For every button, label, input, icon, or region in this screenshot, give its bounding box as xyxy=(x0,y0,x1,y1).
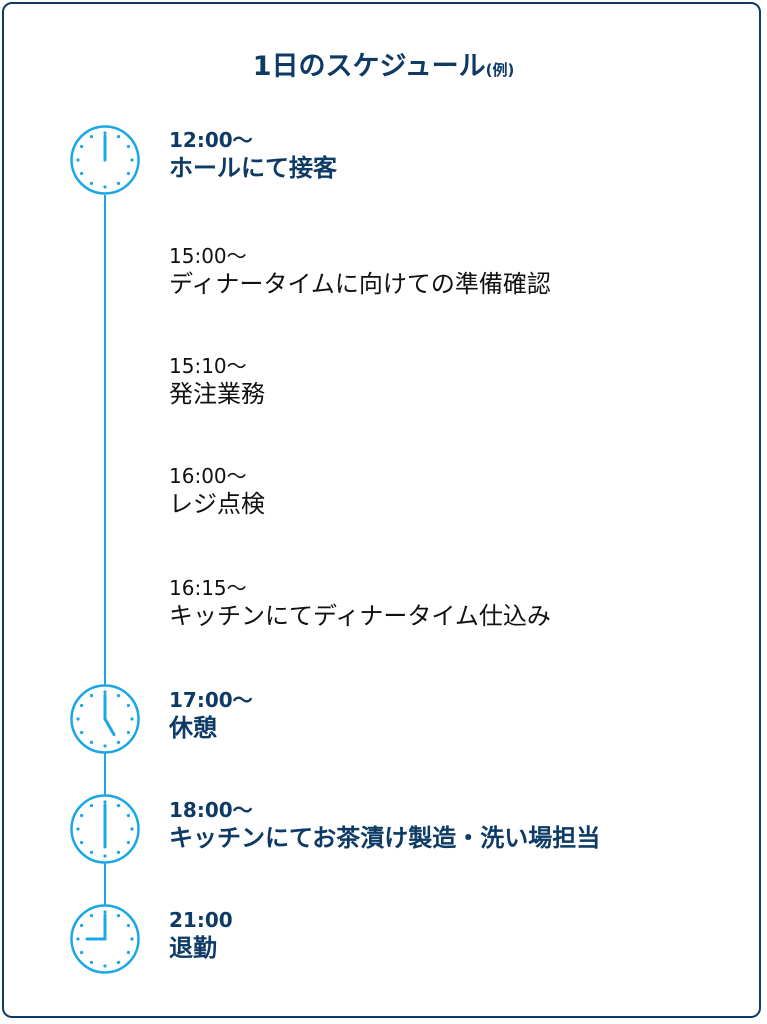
clock-icon xyxy=(70,125,140,195)
clock-tick xyxy=(76,827,80,831)
item-label: レジ点検 xyxy=(169,490,265,518)
clock-tick xyxy=(103,854,107,858)
clock-tick xyxy=(126,950,130,955)
clock-tick xyxy=(89,914,94,918)
item-time: 16:15〜 xyxy=(169,576,247,600)
clock-tick xyxy=(76,717,80,721)
title-note: (例) xyxy=(485,61,515,79)
clock-tick xyxy=(76,937,80,941)
clock-tick xyxy=(130,717,134,721)
item-time: 17:00〜 xyxy=(169,688,253,712)
title-text: 1日のスケジュール xyxy=(252,51,486,82)
clock-tick xyxy=(103,800,107,804)
clock-tick xyxy=(116,804,121,808)
clock-tick xyxy=(126,840,130,845)
clock-tick xyxy=(103,910,107,914)
item-time: 12:00〜 xyxy=(169,128,253,152)
item-label: ディナータイムに向けての準備確認 xyxy=(169,270,551,298)
item-label: 退勤 xyxy=(169,934,217,962)
clock-icon xyxy=(70,904,140,974)
clock-tick xyxy=(80,171,84,176)
clock-tick xyxy=(116,960,121,964)
timeline-line xyxy=(104,195,106,905)
item-label: 休憩 xyxy=(169,714,217,742)
item-label: キッチンにてお茶漬け製造・洗い場担当 xyxy=(169,824,601,852)
clock-tick xyxy=(89,804,94,808)
item-time: 18:00〜 xyxy=(169,798,253,822)
schedule-item: 17:00〜休憩 xyxy=(169,688,253,744)
clock-tick xyxy=(89,960,94,964)
item-time: 15:00〜 xyxy=(169,244,247,268)
clock-tick xyxy=(116,181,121,185)
clock-tick xyxy=(89,181,94,185)
clock-tick xyxy=(103,744,107,748)
clock-tick xyxy=(116,740,121,744)
clock-icon xyxy=(70,684,140,754)
clock-tick xyxy=(89,740,94,744)
schedule-item: 18:00〜キッチンにてお茶漬け製造・洗い場担当 xyxy=(169,798,600,854)
clock-tick xyxy=(130,937,134,941)
clock-icon xyxy=(70,794,140,864)
clock-tick xyxy=(76,158,80,162)
clock-tick xyxy=(89,850,94,854)
clock-tick xyxy=(80,144,84,149)
clock-tick xyxy=(126,813,130,818)
clock-tick xyxy=(80,813,84,818)
clock-tick xyxy=(130,158,134,162)
clock-tick xyxy=(80,840,84,845)
page-title: 1日のスケジュール(例) xyxy=(0,44,767,83)
clock-tick xyxy=(126,923,130,928)
item-label: 発注業務 xyxy=(169,380,265,408)
clock-tick xyxy=(116,135,121,139)
clock-tick xyxy=(89,694,94,698)
clock-tick xyxy=(89,135,94,139)
clock-tick xyxy=(80,730,84,735)
clock-tick xyxy=(116,914,121,918)
clock-tick xyxy=(80,923,84,928)
item-time: 21:00 xyxy=(169,908,233,932)
clock-tick xyxy=(103,131,107,135)
hour-hand xyxy=(103,717,116,737)
clock-tick xyxy=(103,964,107,968)
schedule-item: 15:00〜ディナータイムに向けての準備確認 xyxy=(169,244,551,300)
clock-tick xyxy=(103,690,107,694)
clock-tick xyxy=(116,850,121,854)
schedule-item: 16:15〜キッチンにてディナータイム仕込み xyxy=(169,576,551,632)
clock-tick xyxy=(126,171,130,176)
clock-tick xyxy=(126,730,130,735)
clock-tick xyxy=(130,827,134,831)
schedule-item: 16:00〜レジ点検 xyxy=(169,464,265,520)
schedule-item: 12:00〜ホールにて接客 xyxy=(169,128,337,184)
clock-tick xyxy=(80,703,84,708)
item-time: 16:00〜 xyxy=(169,464,247,488)
item-label: ホールにて接客 xyxy=(169,154,337,182)
clock-tick xyxy=(103,185,107,189)
clock-tick xyxy=(126,144,130,149)
item-label: キッチンにてディナータイム仕込み xyxy=(169,602,551,630)
clock-tick xyxy=(116,694,121,698)
clock-tick xyxy=(126,703,130,708)
schedule-item: 15:10〜発注業務 xyxy=(169,354,265,410)
item-time: 15:10〜 xyxy=(169,354,247,378)
clock-tick xyxy=(80,950,84,955)
